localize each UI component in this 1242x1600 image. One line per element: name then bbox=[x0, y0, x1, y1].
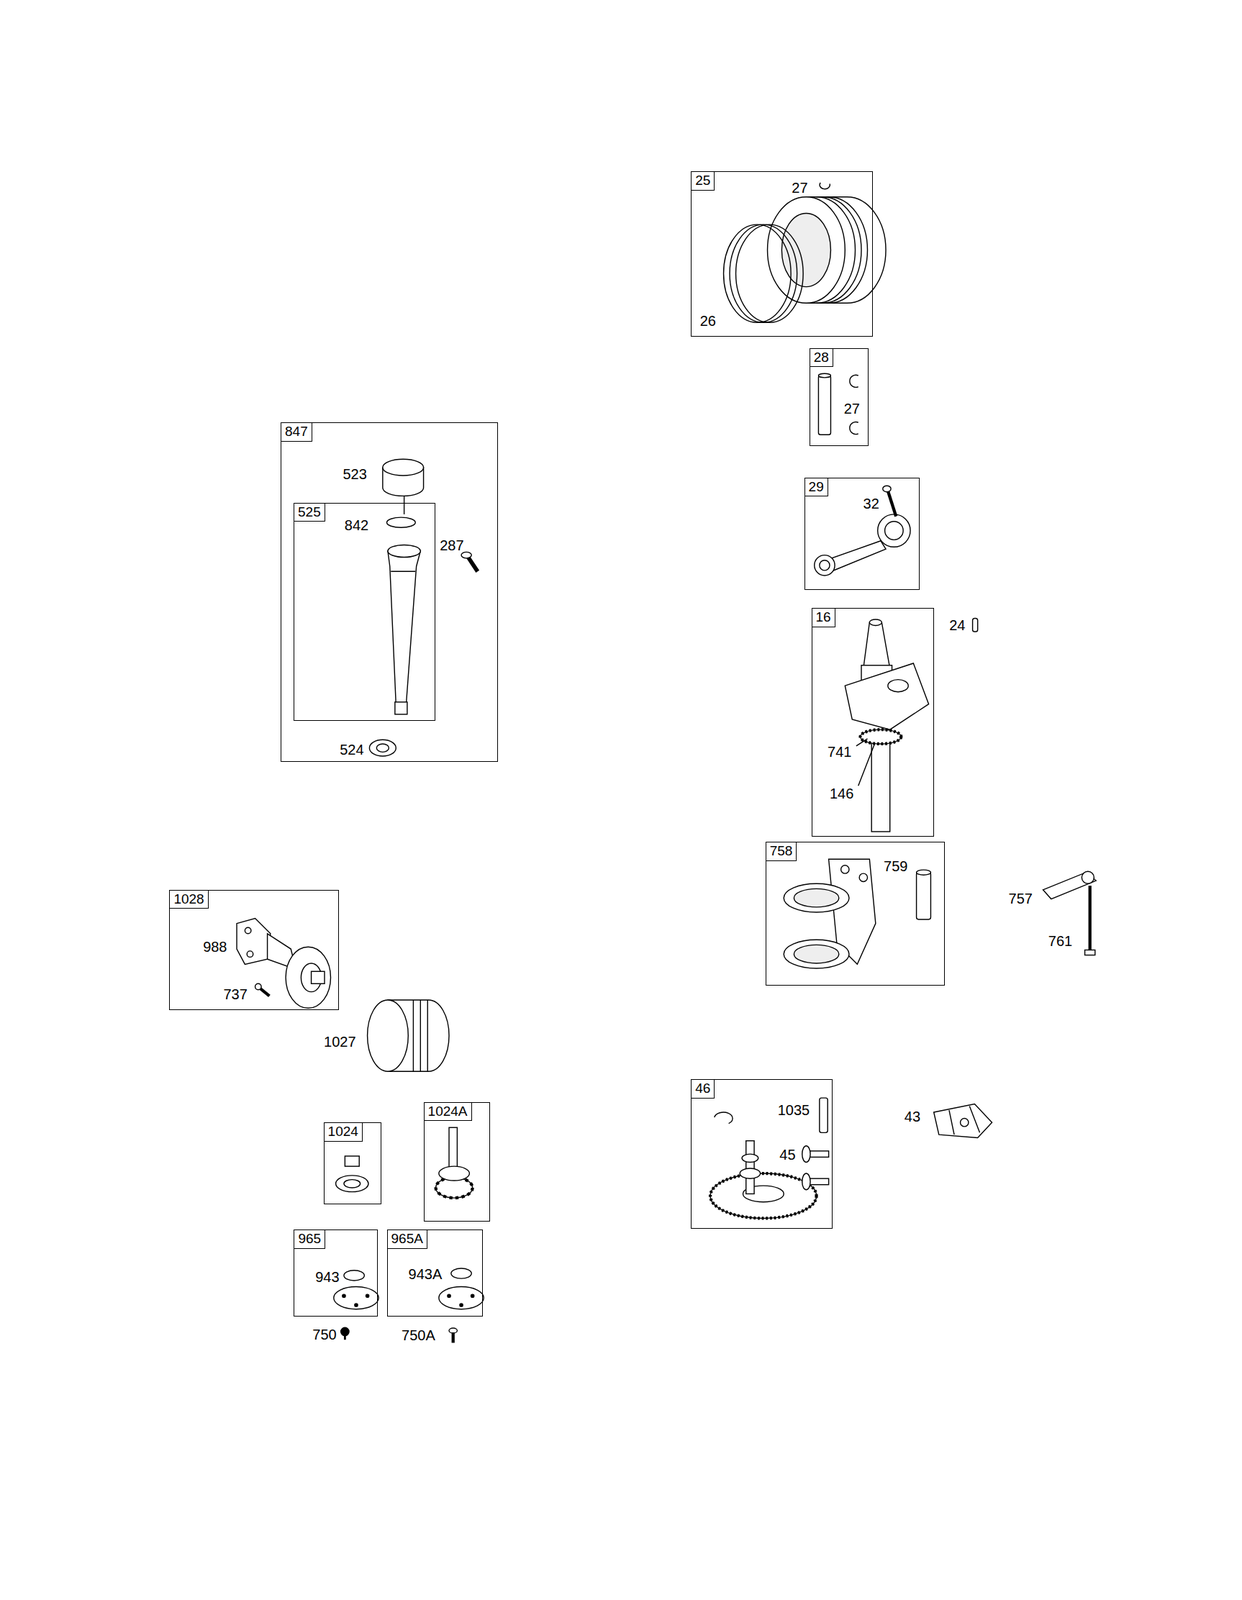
group-number: 25 bbox=[691, 171, 715, 191]
group-number: 16 bbox=[812, 608, 836, 628]
part-group-box: 16 741 146 bbox=[811, 608, 935, 837]
callout-number: 523 bbox=[342, 466, 367, 483]
callout-number: 32 bbox=[863, 495, 880, 512]
callout-number: 524 bbox=[339, 741, 364, 758]
part-group-box: 965A 943A bbox=[387, 1229, 483, 1317]
group-number: 46 bbox=[691, 1080, 715, 1099]
callout-number: 750A bbox=[401, 1327, 436, 1344]
part-group-box: 965 943 bbox=[293, 1229, 378, 1317]
group-number: 847 bbox=[281, 423, 313, 442]
callout-number: 759 bbox=[883, 858, 908, 875]
part-group-box: 758 759 bbox=[765, 841, 946, 986]
part-group-box: 525 842 847 523 287 524 bbox=[280, 422, 498, 763]
callout-number: 146 bbox=[829, 785, 854, 802]
callout-number: 287 bbox=[439, 537, 464, 554]
callout-number: 24 bbox=[949, 617, 965, 634]
callout-number: 45 bbox=[779, 1147, 796, 1163]
part-group-box: 1028 988 737 bbox=[169, 890, 339, 1011]
callout-number: 943 bbox=[315, 1269, 339, 1286]
callout-number: 43 bbox=[904, 1108, 921, 1125]
group-number: 758 bbox=[766, 842, 798, 862]
parts-drawing bbox=[236, 182, 1096, 1344]
part-group-box: 1024A bbox=[423, 1102, 491, 1222]
part-group-box: 525 842 bbox=[293, 502, 436, 722]
part-group-box: 46 1035 45 bbox=[690, 1079, 833, 1229]
group-number: 28 bbox=[810, 348, 834, 368]
group-number: 965A bbox=[387, 1230, 428, 1250]
callout-number: 737 bbox=[223, 986, 248, 1003]
callout-number: 741 bbox=[827, 744, 852, 760]
callout-number: 26 bbox=[700, 313, 716, 329]
part-group-box: 29 32 bbox=[804, 477, 920, 591]
callout-number: 943A bbox=[408, 1266, 443, 1283]
group-number: 525 bbox=[294, 503, 326, 523]
group-number: 1028 bbox=[169, 890, 208, 910]
callout-number: 1027 bbox=[323, 1034, 357, 1050]
callout-number: 1035 bbox=[777, 1102, 811, 1119]
callout-number: 842 bbox=[344, 517, 369, 534]
part-group-box: 25 27 26 bbox=[690, 171, 873, 337]
group-number: 1024A bbox=[424, 1103, 473, 1122]
callout-number: 988 bbox=[202, 939, 227, 955]
callout-number: 27 bbox=[791, 179, 808, 196]
callout-number: 750 bbox=[312, 1326, 337, 1343]
part-group-box: 28 27 bbox=[809, 348, 869, 447]
part-group-box: 1024 bbox=[323, 1122, 383, 1204]
group-number: 965 bbox=[294, 1230, 326, 1250]
group-number: 1024 bbox=[324, 1123, 363, 1142]
callout-number: 757 bbox=[1008, 890, 1033, 907]
callout-number: 761 bbox=[1048, 933, 1073, 950]
callout-number: 27 bbox=[844, 400, 860, 417]
group-number: 29 bbox=[805, 478, 829, 498]
